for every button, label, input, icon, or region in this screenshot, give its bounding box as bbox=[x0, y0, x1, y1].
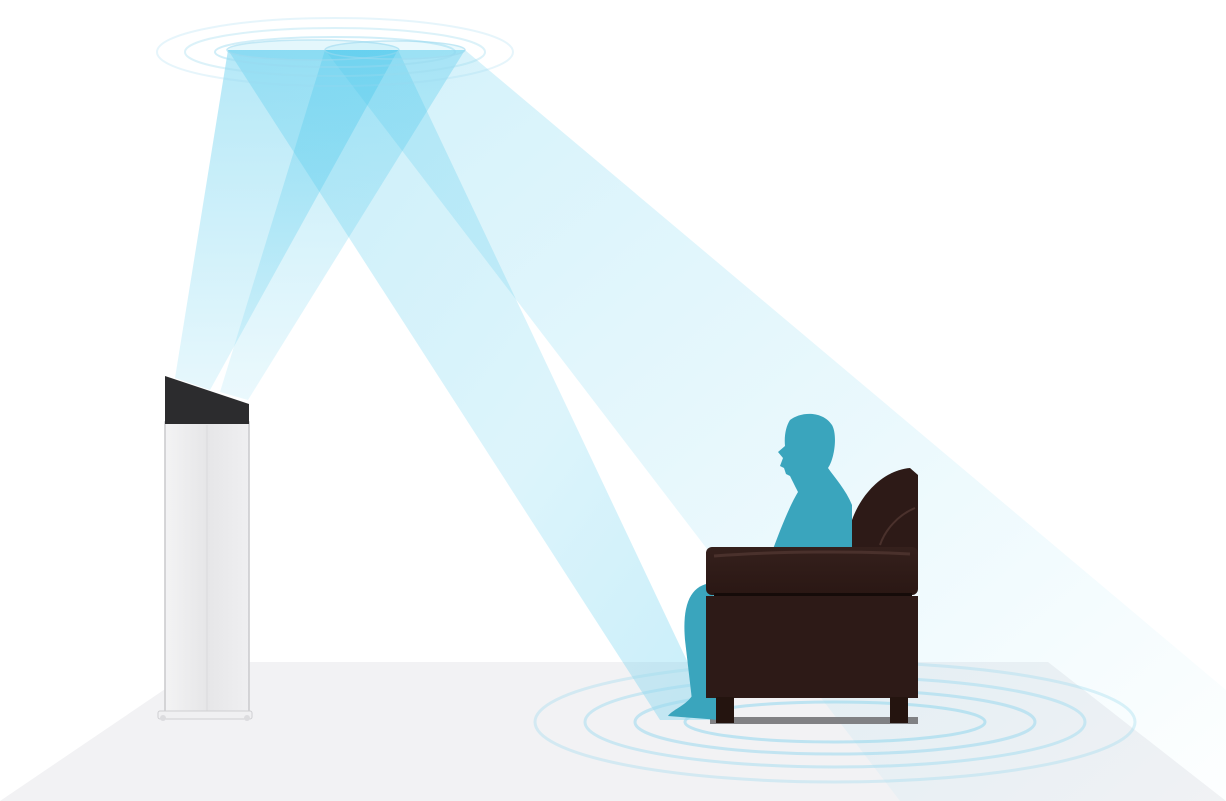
chair-leg-right bbox=[890, 697, 908, 723]
chair-front bbox=[706, 596, 918, 698]
ceiling-reflection bbox=[157, 18, 513, 86]
armchair-front bbox=[706, 547, 918, 723]
chair-leg-left bbox=[716, 697, 734, 723]
speaker-tower bbox=[158, 376, 252, 721]
chair-shadow bbox=[710, 717, 918, 724]
speaker-base bbox=[158, 711, 252, 719]
